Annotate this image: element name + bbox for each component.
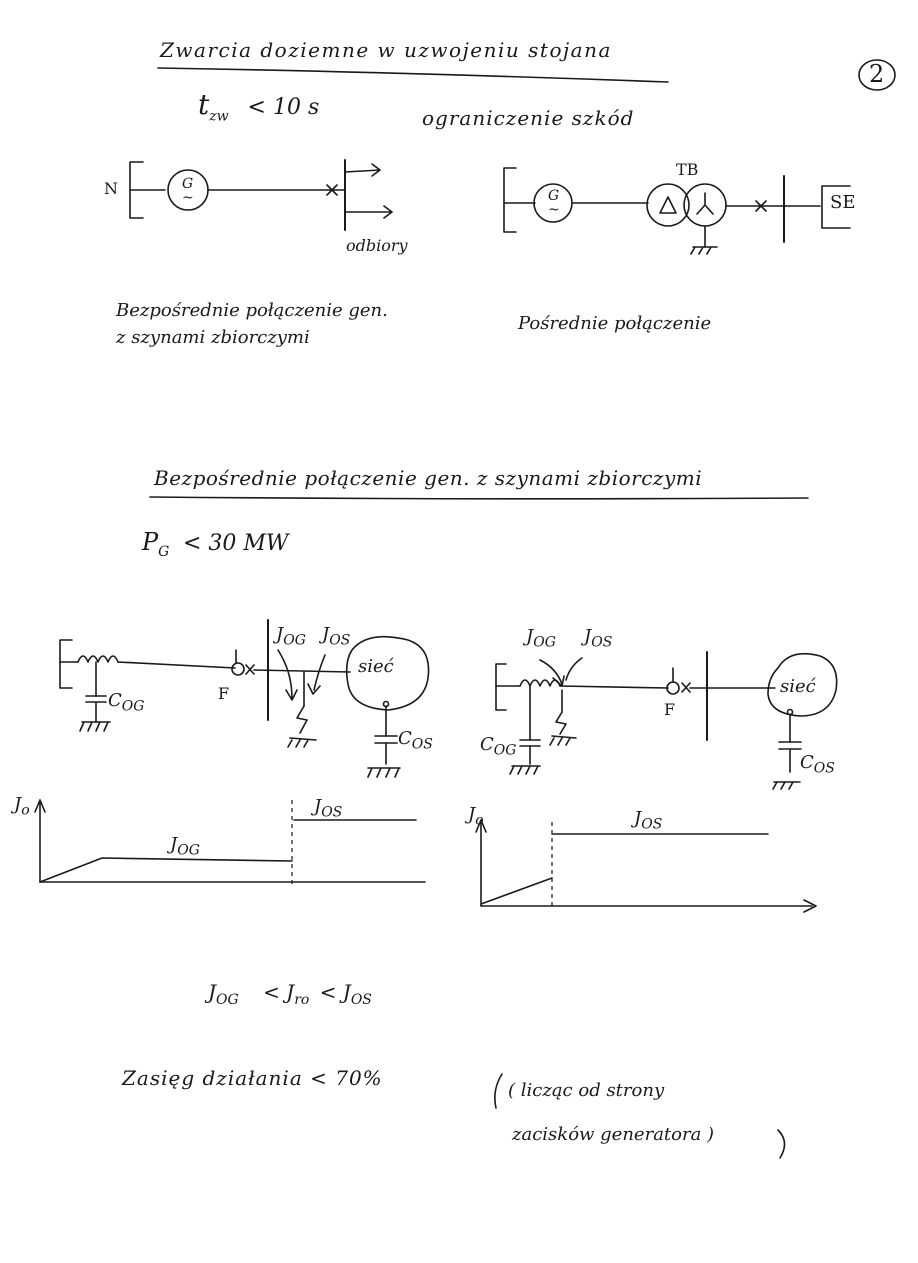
bus-label: N: [104, 179, 118, 198]
loads-label: odbiory: [346, 236, 408, 255]
direct-caption-line1: Bezpośrednie połączenie gen.: [116, 300, 388, 321]
left-graph-high-level: JOS: [314, 796, 343, 821]
right-j-os-label: JOS: [584, 626, 613, 651]
power-system-label: SE: [830, 192, 856, 213]
ineq-b: < J: [263, 980, 295, 1004]
circuit-left: [60, 620, 429, 777]
time-symbol: t: [198, 88, 210, 121]
left-j-os-label: JOS: [322, 624, 351, 649]
right-fault-label: F: [664, 700, 676, 719]
page-title: Zwarcia doziemne w uzwojeniu stojana: [160, 38, 612, 62]
current-inequality: JOG < Jro < JOS: [208, 980, 372, 1008]
fault-marker: [232, 663, 244, 675]
right-c-og-label: COG: [480, 734, 517, 759]
indirect-caption: Pośrednie połączenie: [518, 313, 712, 334]
power-condition: PG < 30 MW: [142, 528, 289, 560]
direct-connection-diagram: [130, 160, 392, 230]
transformer-primary: [647, 184, 689, 226]
range-note-line1: ( licząc od strony: [508, 1080, 665, 1101]
generator-tilde: ~: [182, 190, 194, 206]
page-number: 2: [869, 60, 885, 88]
right-network-label: sieć: [780, 676, 816, 697]
direct-caption-line2: z szynami zbiorczymi: [116, 327, 310, 348]
power-symbol: P: [142, 528, 159, 556]
graph-right: [476, 820, 816, 912]
paren-close: [778, 1130, 785, 1158]
right-graph-high-level: JOS: [634, 808, 663, 833]
title-underline: [158, 68, 668, 82]
indirect-connection-diagram: [504, 168, 850, 254]
winding-symbol: [78, 656, 118, 662]
left-graph-y-label: Jo: [14, 794, 30, 819]
generator-label-2: G: [548, 188, 560, 204]
graph-left: [35, 800, 425, 884]
time-subscript: zw: [209, 108, 229, 125]
ineq-c: < J: [319, 980, 351, 1004]
power-limit: < 30 MW: [182, 531, 289, 556]
right-c-os-label: COS: [800, 752, 835, 777]
left-fault-label: F: [218, 684, 230, 703]
damage-limit-note: ograniczenie szkód: [422, 106, 635, 130]
power-subscript: G: [158, 543, 170, 560]
time-condition: tzw < 10 s: [198, 88, 319, 125]
paren-open: [495, 1074, 502, 1108]
time-limit: < 10 s: [247, 95, 320, 120]
section-title: Bezpośrednie połączenie gen. z szynami z…: [154, 466, 703, 490]
ineq-a: J: [208, 980, 217, 1004]
page-number-circle: [859, 60, 895, 90]
left-c-os-label: COS: [398, 728, 433, 753]
protection-range: Zasięg działania < 70%: [122, 1066, 383, 1090]
right-j-og-label: JOG: [526, 626, 556, 651]
right-graph-y-label: Jo: [468, 804, 484, 829]
generator-tilde-2: ~: [548, 202, 560, 218]
range-note-line2: zacisków generatora ): [512, 1124, 715, 1145]
left-c-og-label: COG: [108, 690, 145, 715]
generator-label: G: [182, 176, 194, 192]
left-network-label: sieć: [358, 656, 394, 677]
circuit-right: [496, 652, 837, 789]
network-cloud: [347, 637, 429, 710]
transformer-label: TB: [676, 160, 699, 179]
section-underline: [150, 497, 808, 499]
left-j-og-label: JOG: [276, 624, 306, 649]
left-graph-low-level: JOG: [170, 834, 200, 859]
